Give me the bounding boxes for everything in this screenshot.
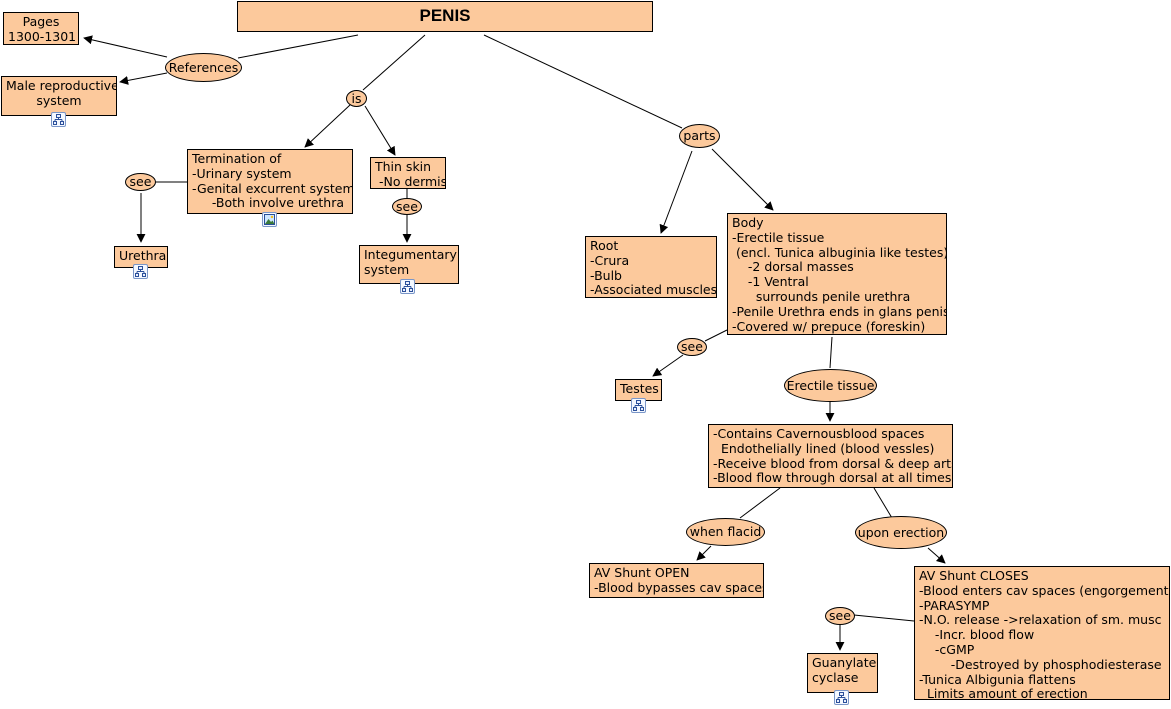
concept-guanylate-cyclase[interactable]: Guanylate cyclase <box>807 653 878 693</box>
link-see-integumentary[interactable]: see <box>392 198 422 215</box>
concept-thin-skin[interactable]: Thin skin -No dermis <box>370 157 446 189</box>
link-see-testes[interactable]: see <box>677 338 707 356</box>
link-references[interactable]: References <box>165 53 242 82</box>
link-is[interactable]: is <box>346 90 367 107</box>
link-see-urethra[interactable]: see <box>125 173 156 191</box>
concept-map-icon[interactable] <box>631 398 646 413</box>
concept-map-icon[interactable] <box>51 112 66 127</box>
concept-cavernous-spaces[interactable]: -Contains Cavernousblood spaces Endothel… <box>708 424 953 488</box>
link-see-guanylate[interactable]: see <box>825 607 855 625</box>
concept-termination[interactable]: Termination of -Urinary system -Genital … <box>187 149 353 214</box>
concept-pages[interactable]: Pages 1300-1301 <box>3 12 79 45</box>
concept-male-reproductive-system[interactable]: Male reproductive system <box>1 76 117 116</box>
link-when-flacid[interactable]: when flacid <box>686 518 765 546</box>
concept-map-icon[interactable] <box>400 279 415 294</box>
concept-body[interactable]: Body -Erectile tissue (encl. Tunica albu… <box>727 213 947 335</box>
concept-av-shunt-closes[interactable]: AV Shunt CLOSES -Blood enters cav spaces… <box>914 566 1170 700</box>
concept-integumentary-system[interactable]: Integumentary system <box>359 245 459 284</box>
concept-av-shunt-open[interactable]: AV Shunt OPEN -Blood bypasses cav spaces <box>589 563 764 598</box>
concept-penis[interactable]: PENIS <box>237 1 653 32</box>
concept-root[interactable]: Root -Crura -Bulb -Associated muscles <box>585 236 717 298</box>
link-erectile-tissue[interactable]: Erectile tissue <box>784 369 877 402</box>
link-upon-erection[interactable]: upon erection <box>855 516 947 549</box>
image-icon[interactable] <box>262 212 277 227</box>
concept-urethra[interactable]: Urethra <box>114 246 168 268</box>
concept-map-icon[interactable] <box>133 264 148 279</box>
concept-map-icon[interactable] <box>834 690 849 705</box>
link-parts[interactable]: parts <box>679 124 720 148</box>
